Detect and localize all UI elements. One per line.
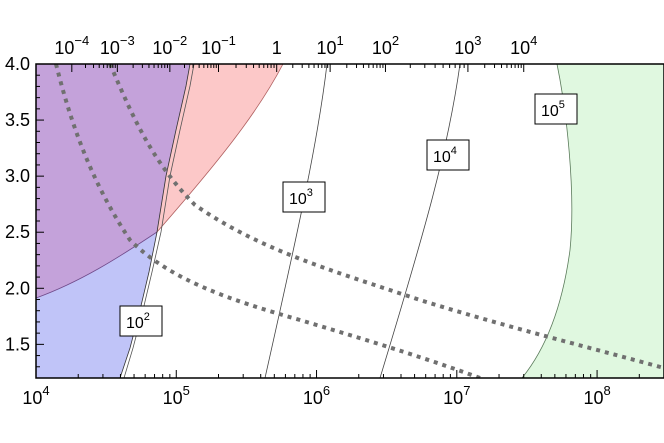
purple-region-boundary xyxy=(36,231,158,299)
green-region xyxy=(522,64,664,378)
left-axis: 1.5 2.0 2.5 3.0 3.5 4.0 xyxy=(5,54,44,368)
svg-text:103: 103 xyxy=(289,187,313,208)
top-axis: 10−4 10−3 10−2 10−1 1 101 102 103 104 xyxy=(54,33,537,72)
left-tick-label: 1.5 xyxy=(5,334,30,354)
svg-text:102: 102 xyxy=(126,311,150,332)
contour-curve-10000 xyxy=(379,64,461,378)
top-tick-label: 10−3 xyxy=(100,33,135,58)
contour-curve-1000 xyxy=(264,64,328,378)
left-tick-label: 3.5 xyxy=(5,110,30,130)
bottom-tick-label: 106 xyxy=(303,383,330,408)
plot-area xyxy=(36,64,664,378)
dotted-curve-2 xyxy=(108,64,664,370)
left-tick-label: 3.0 xyxy=(5,166,30,186)
curve-label-10000: 104 xyxy=(426,139,470,171)
left-tick-label: 2.5 xyxy=(5,222,30,242)
left-tick-label: 4.0 xyxy=(5,54,30,74)
top-tick-label: 10−4 xyxy=(54,33,89,58)
red-region xyxy=(157,64,283,232)
top-tick-label: 1 xyxy=(272,38,282,58)
top-tick-label: 101 xyxy=(316,33,343,58)
top-tick-label: 103 xyxy=(454,33,481,58)
bottom-tick-label: 105 xyxy=(163,383,190,408)
bottom-tick-label: 104 xyxy=(22,383,49,408)
left-tick-label: 2.0 xyxy=(5,278,30,298)
top-tick-label: 10−2 xyxy=(152,33,187,58)
bottom-tick-label: 108 xyxy=(583,383,610,408)
red-region-boundary xyxy=(156,64,284,233)
top-tick-label: 10−1 xyxy=(201,33,236,58)
purple-region xyxy=(36,64,190,298)
bottom-tick-label: 107 xyxy=(443,383,470,408)
dotted-curve-1 xyxy=(54,64,481,378)
svg-text:105: 105 xyxy=(541,99,565,120)
curve-label-100000: 105 xyxy=(534,93,578,125)
bottom-axis: 104 105 106 107 108 xyxy=(22,370,664,408)
curve-label-1000: 103 xyxy=(282,181,326,213)
top-tick-label: 104 xyxy=(510,33,537,58)
svg-text:104: 104 xyxy=(433,145,457,166)
curve-label-100: 102 xyxy=(119,305,163,337)
top-tick-label: 102 xyxy=(372,33,399,58)
